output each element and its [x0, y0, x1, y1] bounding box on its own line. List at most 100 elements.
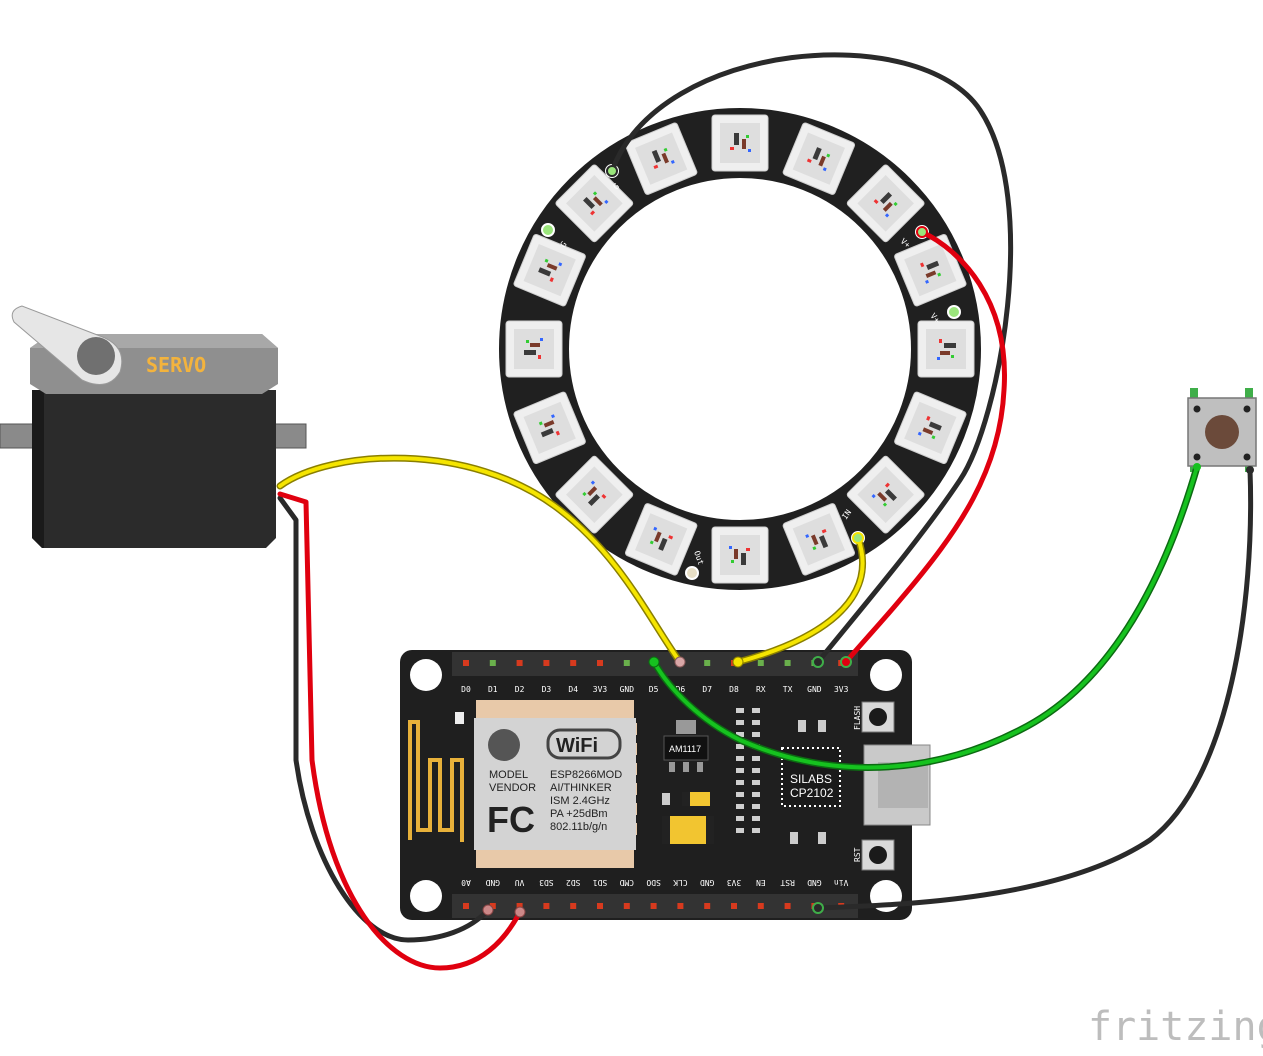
- wire-button-signal: [652, 465, 1199, 770]
- header-pin: [757, 660, 764, 666]
- pin-label: Vin: [834, 878, 849, 887]
- pin-label: D3: [542, 685, 552, 694]
- ring-pad-g2: [541, 223, 555, 237]
- smd-dot: [736, 756, 744, 761]
- pin-label: GND: [485, 878, 500, 887]
- led-pixel: [513, 391, 586, 464]
- fcc-logo: FC: [487, 799, 535, 840]
- servo-label: SERVO: [146, 353, 206, 377]
- header-pin: [597, 660, 603, 666]
- pin-label: 3V3: [834, 685, 849, 694]
- wifi-antenna-trace: [408, 720, 464, 842]
- pin-label: D2: [515, 685, 525, 694]
- wifi-logo-icon: [488, 729, 520, 761]
- smd-dot: [752, 768, 760, 773]
- module-power: PA +25dBm: [550, 808, 608, 820]
- rst-button-cap: [869, 846, 887, 864]
- cap-large: [662, 816, 714, 844]
- smd-part-4: [790, 832, 798, 844]
- led-pixel: [782, 122, 855, 195]
- cap-large-band-l: [662, 816, 670, 844]
- servo-body-shade: [32, 390, 44, 548]
- pin-label: SDO: [646, 878, 661, 887]
- wire-end-ring-vplus: [916, 226, 928, 238]
- led-pixel: [711, 114, 769, 172]
- header-pin: [489, 903, 496, 909]
- wire-end-yellow-d6: [732, 656, 744, 668]
- pin-label: 3V3: [727, 878, 742, 887]
- pin-label: SD1: [593, 878, 608, 887]
- button-leg-tr: [1245, 388, 1253, 400]
- pin-label: D7: [702, 685, 712, 694]
- wire-button-ground: [815, 467, 1254, 911]
- smd-dot: [752, 732, 760, 737]
- wire-ring-ground: [609, 52, 1014, 665]
- wire-servo-ground: [277, 495, 491, 943]
- wire-end-ring-g: [606, 165, 618, 177]
- module-band: ISM 2.4GHz: [550, 795, 610, 807]
- led-pixel: [625, 503, 698, 576]
- button-corner-bl: [1193, 453, 1201, 461]
- header-pin: [570, 903, 577, 909]
- ring-pad-vplus2: [947, 305, 961, 319]
- pin-label: RST: [780, 878, 795, 887]
- header-pin: [650, 903, 657, 909]
- regulator-leg-2: [683, 762, 689, 772]
- pin-label: SD3: [539, 878, 554, 887]
- mount-hole-tl: [410, 659, 442, 691]
- smd-dot: [736, 828, 744, 833]
- smd-dot: [736, 804, 744, 809]
- pin-label: GND: [700, 878, 715, 887]
- pin-label: CLK: [673, 878, 688, 887]
- smd-dot: [736, 708, 744, 713]
- header-pin: [543, 903, 550, 909]
- smd-dot: [736, 780, 744, 785]
- mount-hole-bl: [410, 880, 442, 912]
- led-pixel: [555, 164, 634, 243]
- pin-label: EN: [756, 878, 766, 887]
- module-model: MODEL: [489, 769, 528, 781]
- usb-chip-line1: SILABS: [790, 772, 832, 786]
- wire-end-black-gnd: [812, 656, 824, 668]
- button-corner-br: [1243, 453, 1251, 461]
- esp-module-pads-bottom: [476, 850, 634, 868]
- button-corner-tl: [1193, 405, 1201, 413]
- wire-ring-data: [736, 536, 865, 664]
- esp-module-pads-top: [476, 700, 634, 718]
- smd-dot: [736, 732, 744, 737]
- smd-part-6: [456, 712, 464, 724]
- smd-dot: [752, 780, 760, 785]
- pin-label: D1: [488, 685, 498, 694]
- button-leg-tl: [1190, 388, 1198, 400]
- regulator-tab: [676, 720, 696, 734]
- pin-label: D5: [649, 685, 659, 694]
- smd-dot: [736, 768, 744, 773]
- wire-end-black-sgnd: [482, 904, 494, 916]
- header-pin: [570, 660, 577, 666]
- regulator-chip: [663, 735, 709, 761]
- flash-button-label: FLASH: [853, 706, 862, 730]
- module-std: 802.11b/g/n: [550, 821, 607, 833]
- servo-horn-hub: [77, 337, 115, 375]
- pin-label: GND: [807, 685, 822, 694]
- ring-led-group: [505, 114, 975, 584]
- pin-label: A0: [461, 878, 471, 887]
- servo-mount-tab-left: [0, 423, 37, 449]
- smd-part-1: [662, 793, 670, 805]
- led-pixel: [782, 503, 855, 576]
- smd-dot: [752, 816, 760, 821]
- wire-end-green-d5: [648, 656, 660, 668]
- wire-servo-power: [277, 491, 523, 971]
- usb-chip-line2: CP2102: [790, 786, 834, 800]
- pin-label: D4: [568, 685, 578, 694]
- button-corner-tr: [1243, 405, 1251, 413]
- smd-dot: [752, 792, 760, 797]
- mount-hole-tr: [870, 659, 902, 691]
- rst-button-label: RST: [853, 847, 862, 862]
- pin-label: SD2: [566, 878, 581, 887]
- ring-label-g1: G: [612, 181, 622, 191]
- header-pin: [677, 903, 684, 909]
- smd-dot: [752, 828, 760, 833]
- module-maker: AI/THINKER: [550, 782, 612, 794]
